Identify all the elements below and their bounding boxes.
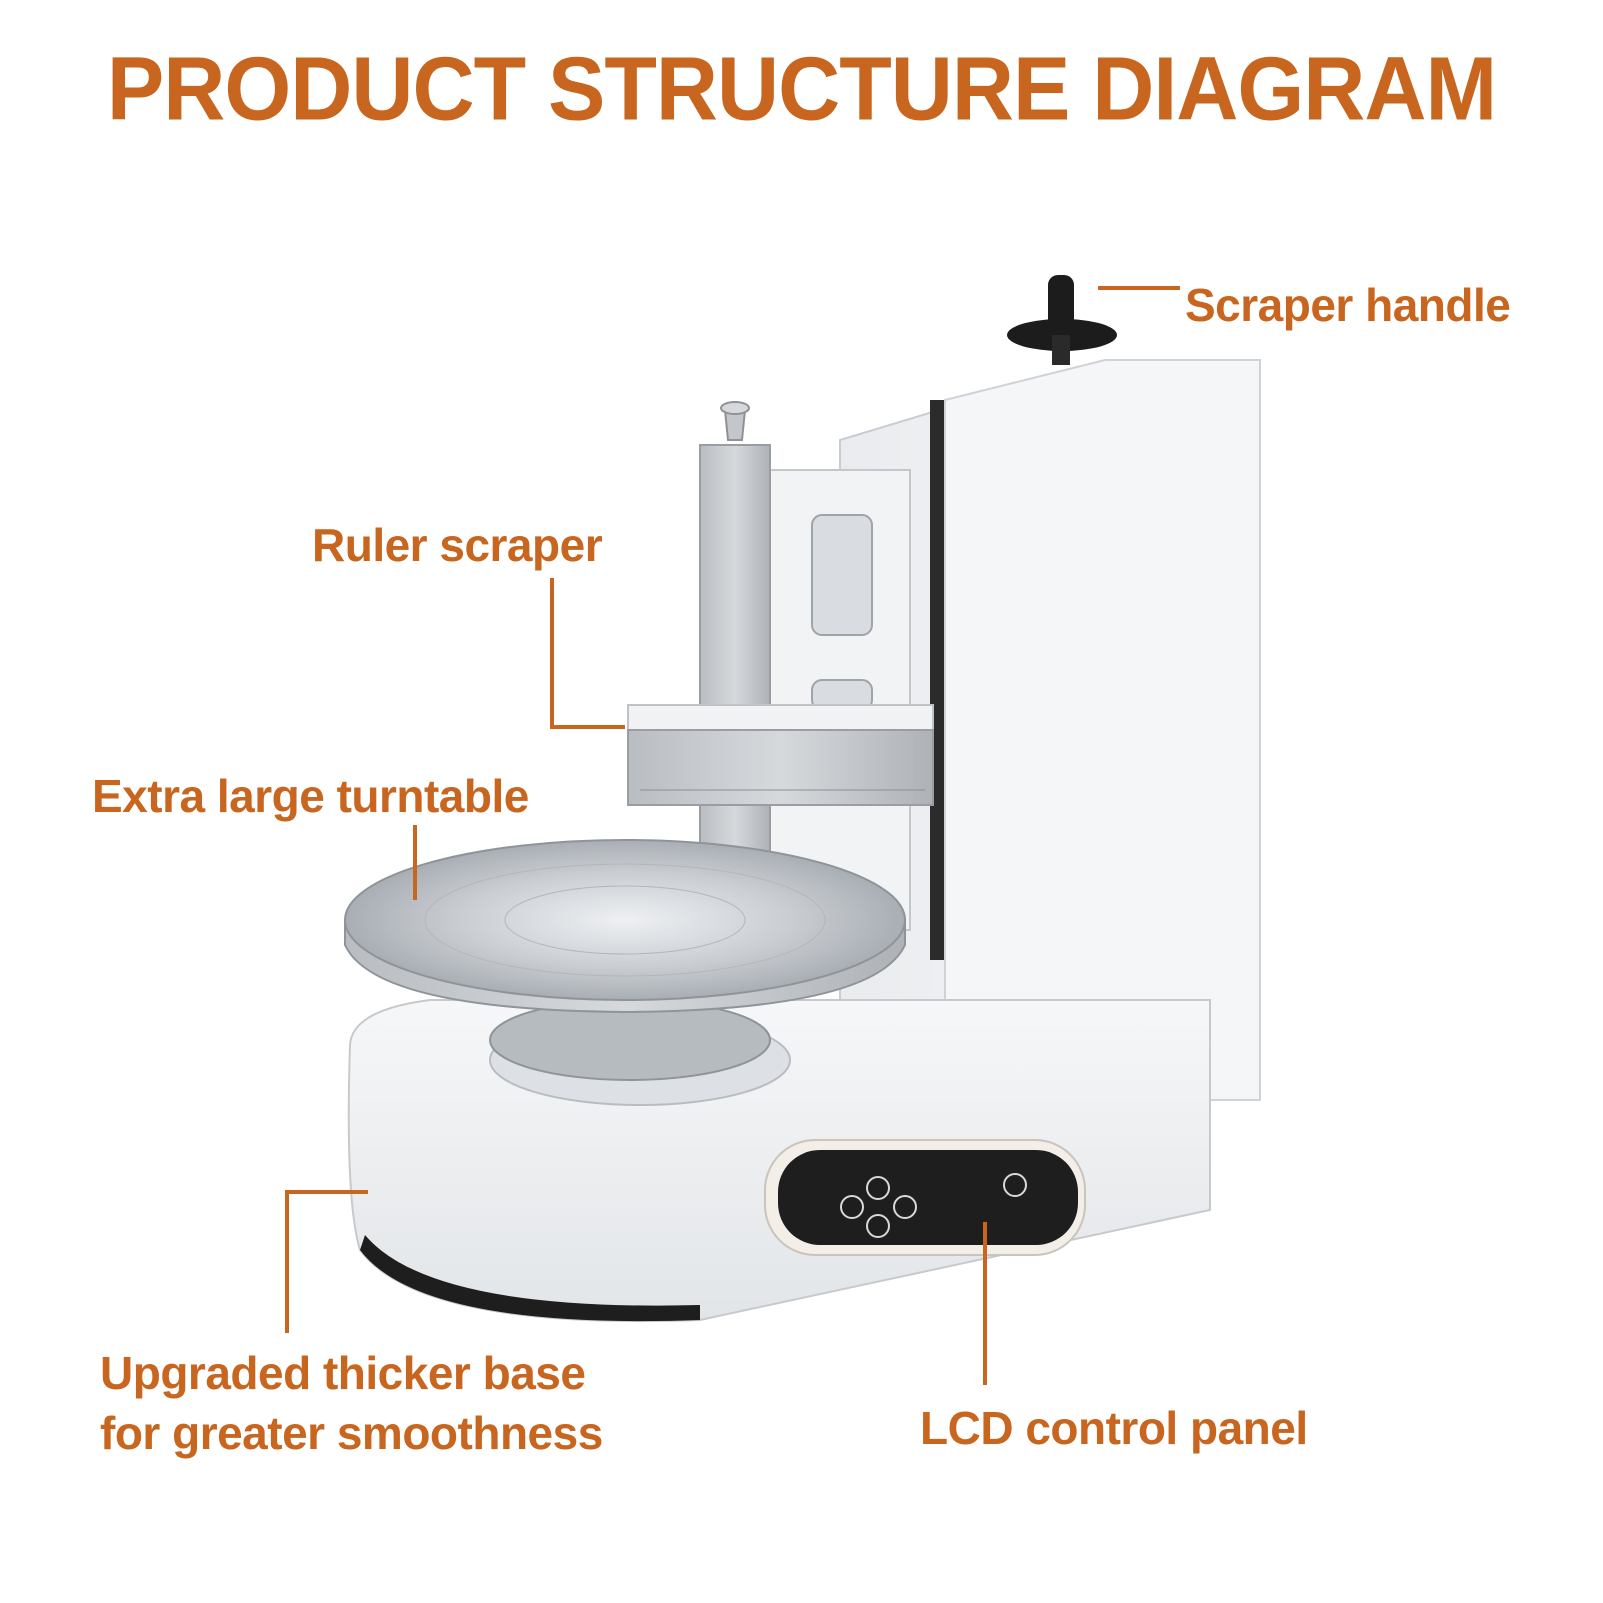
callout-base-line1: Upgraded thicker base xyxy=(100,1347,586,1399)
lcd-panel-graphic xyxy=(764,1139,1086,1256)
callout-lcd-panel: LCD control panel xyxy=(920,1402,1308,1454)
horizontal-ruler-scraper xyxy=(627,704,934,806)
machine-tower xyxy=(839,359,1261,1101)
scraper-handle-knob xyxy=(1007,275,1117,365)
callout-scraper-handle: Scraper handle xyxy=(1185,279,1511,331)
callout-base-line2: for greater smoothness xyxy=(100,1407,603,1459)
turntable xyxy=(344,839,906,1081)
diagram-title: PRODUCT STRUCTURE DIAGRAM xyxy=(106,38,1497,140)
callout-turntable: Extra large turntable xyxy=(92,770,529,822)
leader-lines xyxy=(285,286,1180,1385)
leader-base xyxy=(285,1190,368,1333)
callout-ruler-scraper: Ruler scraper xyxy=(312,519,603,571)
leader-ruler-scraper xyxy=(550,578,625,729)
